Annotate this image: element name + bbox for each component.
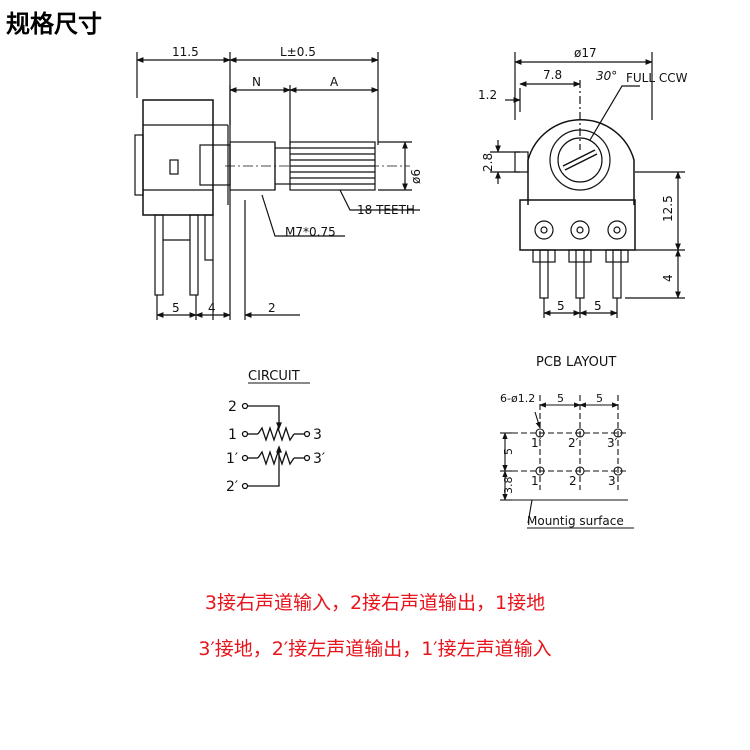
pcb-label-1: 1 (531, 474, 539, 488)
pcb-label-3p: 3′ (607, 436, 618, 450)
wiring-note-left: 3′接地，2′接左声道输出，1′接左声道输入 (198, 638, 552, 660)
label-full-ccw: FULL CCW (626, 71, 688, 85)
dim-diameter-17: ø17 (574, 46, 597, 60)
pcb-vert-3-8: 3.8 (502, 477, 515, 495)
pin-1-prime: 1′ (226, 451, 238, 467)
dim-12-5: 12.5 (661, 195, 675, 222)
pcb-spacing-5b: 5 (596, 392, 603, 405)
pcb-spacing-5a: 5 (557, 392, 564, 405)
pcb-layout (500, 395, 628, 524)
pcb-label-3: 3 (608, 474, 616, 488)
pcb-vert-5: 5 (502, 448, 515, 455)
dim-4: 4 (208, 301, 216, 315)
dim-angle: 30° (596, 69, 617, 83)
label-teeth: 18 TEETH (357, 203, 415, 217)
pcb-label-1p: 1′ (531, 436, 542, 450)
dim-N: N (252, 75, 261, 89)
dim-4-front: 4 (661, 274, 675, 282)
pcb-heading: PCB LAYOUT (536, 355, 616, 370)
pin-2-prime: 2′ (226, 479, 238, 495)
dim-11-5: 11.5 (172, 45, 199, 59)
wiring-note-right: 3接右声道输入，2接右声道输出，1接地 (204, 592, 546, 614)
dim-5: 5 (172, 301, 180, 315)
pin-2: 2 (228, 399, 237, 415)
dim-2-8: 2.8 (481, 153, 495, 172)
pcb-label-2: 2 (569, 474, 577, 488)
pin-3-prime: 3′ (313, 451, 325, 467)
pin-1: 1 (228, 427, 237, 443)
dim-2: 2 (268, 301, 276, 315)
label-thread: M7*0.75 (285, 225, 336, 239)
dim-7-8: 7.8 (543, 68, 562, 82)
dim-L: L±0.5 (280, 45, 316, 59)
circuit-schematic (241, 402, 311, 490)
pcb-hole-spec: 6-ø1.2 (500, 392, 535, 405)
pcb-label-2p: 2′ (568, 436, 579, 450)
dim-5-left: 5 (557, 299, 565, 313)
side-view (134, 52, 420, 320)
dim-shaft-dia: ø6 (409, 169, 423, 184)
circuit-heading: CIRCUIT (248, 369, 300, 384)
pin-3: 3 (313, 427, 322, 443)
page-title: 规格尺寸 (6, 10, 102, 38)
front-view (490, 52, 685, 318)
dim-A: A (330, 75, 339, 89)
dim-5-right: 5 (594, 299, 602, 313)
pcb-mount-label: Mountig surface (527, 514, 624, 528)
dim-1-2: 1.2 (478, 88, 497, 102)
